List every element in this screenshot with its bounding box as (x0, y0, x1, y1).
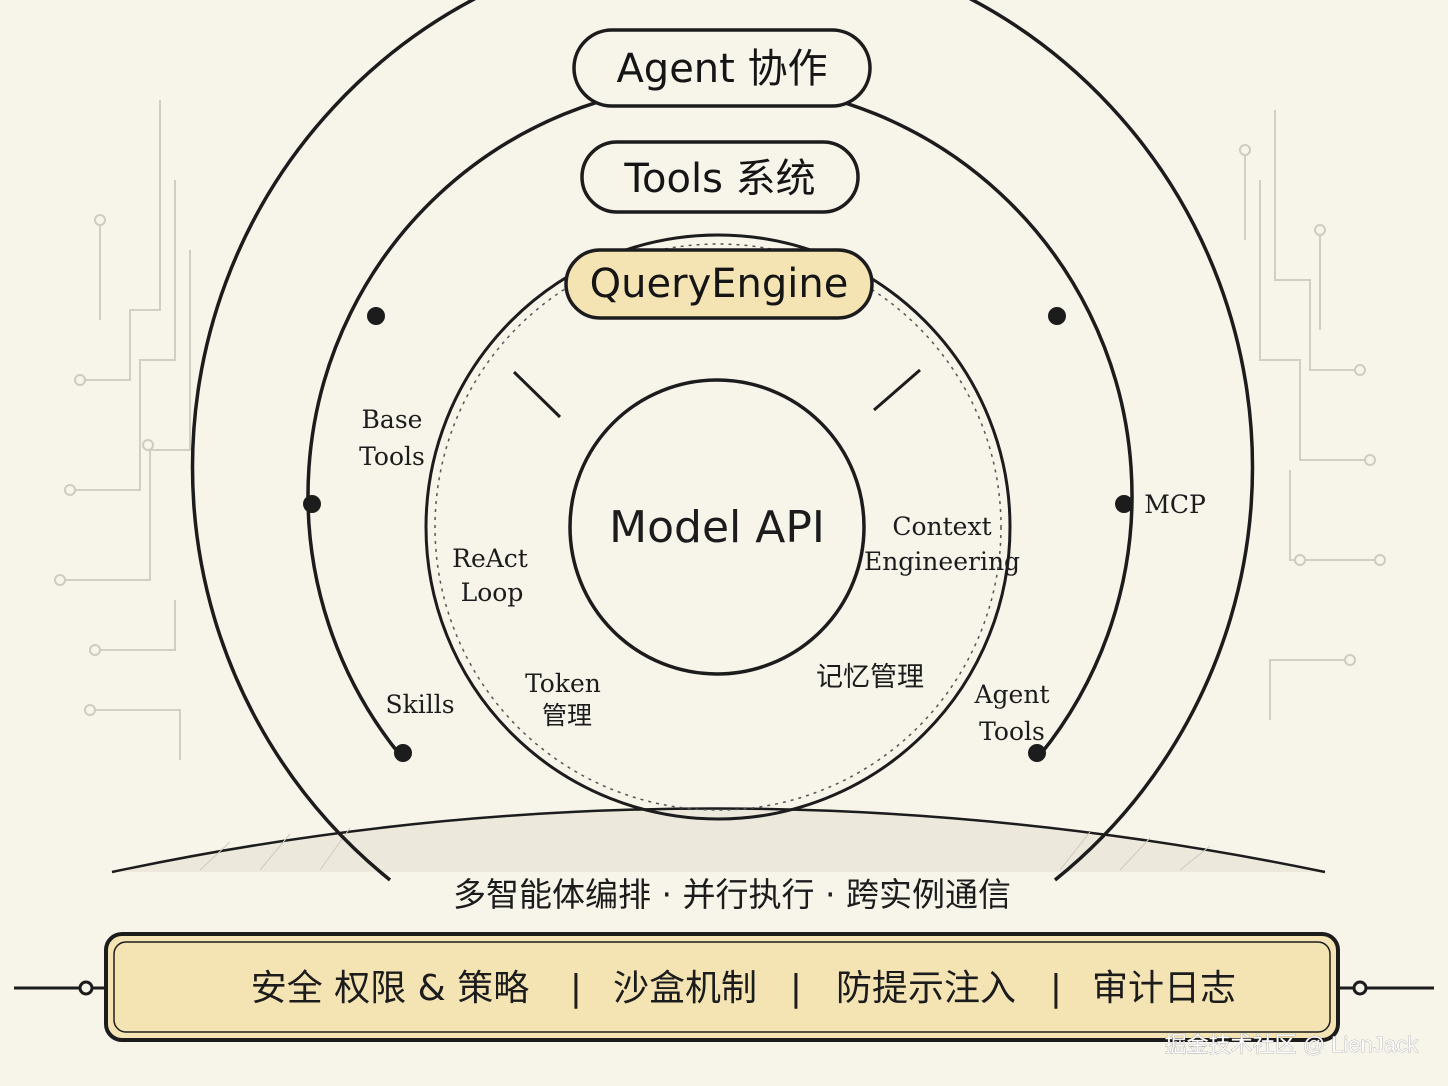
agent-pill[interactable]: Agent 协作 (572, 28, 872, 108)
context-label-2: Engineering (864, 547, 1020, 576)
security-bar[interactable] (104, 932, 1340, 1042)
agent-tools-label-2: Tools (979, 717, 1045, 746)
ground-hatching (199, 827, 1211, 871)
security-item-audit: 审计日志 (1092, 968, 1236, 1009)
agent-pill-label: Agent 协作 (616, 46, 827, 92)
security-rail-node-right (1352, 980, 1368, 996)
watermark: 掘金技术社区 @ LienJack (1165, 1032, 1419, 1057)
skills-label: Skills (385, 690, 454, 719)
ground-mound (111, 807, 1326, 874)
model-api-label: Model API (609, 502, 825, 553)
token-label-2: 管理 (542, 701, 592, 730)
security-item-permissions: 安全 权限 & 策略 (251, 968, 529, 1009)
token-label-1: Token (525, 669, 601, 698)
security-item-sandbox: 沙盒机制 (613, 968, 757, 1009)
tools-pill[interactable]: Tools 系统 (580, 140, 860, 214)
security-rail-node-left (78, 980, 94, 996)
base-tools-label-1: Base (362, 405, 423, 434)
tools-pill-label: Tools 系统 (623, 156, 815, 202)
security-sep-1: | (570, 968, 582, 1009)
tools-ring-nodes (303, 307, 1133, 762)
agent-tools-label-1: Agent (974, 680, 1050, 709)
security-sep-3: | (1050, 968, 1062, 1009)
agent-caption: 多智能体编排 · 并行执行 · 跨实例通信 (453, 875, 1011, 914)
query-engine-pill[interactable]: QueryEngine (564, 248, 874, 320)
query-engine-label: QueryEngine (590, 261, 849, 307)
model-api-circle (568, 378, 866, 676)
memory-label: 记忆管理 (816, 662, 924, 693)
react-label-2: Loop (461, 578, 524, 607)
engine-ring-outer (424, 233, 1012, 821)
tick-right (873, 368, 921, 412)
agent-ring (190, 0, 1255, 882)
security-sep-2: | (790, 968, 802, 1009)
circuit-nodes (54, 144, 1386, 716)
security-item-injection: 防提示注入 (836, 968, 1016, 1009)
mcp-label: MCP (1144, 490, 1206, 519)
base-tools-label-2: Tools (359, 442, 425, 471)
tick-left (512, 370, 562, 419)
react-label-1: ReAct (452, 544, 528, 573)
engine-ring-inner (434, 243, 1002, 811)
context-label-1: Context (892, 512, 991, 541)
